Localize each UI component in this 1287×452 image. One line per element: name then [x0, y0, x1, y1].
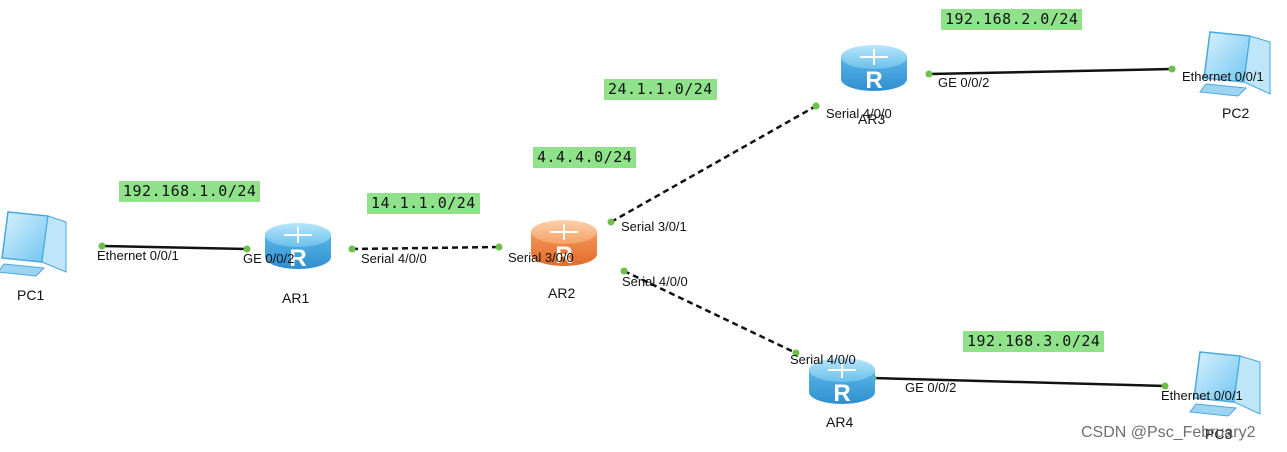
network-label-ar2-ar3: 24.1.1.0/24 — [604, 79, 717, 100]
link-ar1-ar2 — [351, 245, 500, 251]
link-pc1-ar1 — [101, 244, 248, 251]
port-label-ar2-serial-300: Serial 3/0/0 — [508, 250, 574, 265]
pc1-icon[interactable] — [0, 211, 67, 277]
watermark: CSDN @Psc_February2 — [1081, 424, 1256, 441]
port-label-ar1-serial: Serial 4/0/0 — [361, 251, 427, 266]
device-name-pc3: PC3 — [1205, 426, 1233, 442]
link-ar3-pc2 — [928, 67, 1173, 76]
device-name-ar4: AR4 — [826, 414, 854, 430]
port-label-ar3-serial: Serial 4/0/0 — [826, 106, 892, 121]
router-ar3-icon[interactable]: R — [841, 45, 907, 94]
link-ar4-pc3 — [872, 376, 1166, 388]
port-label-pc1-eth: Ethernet 0/0/1 — [97, 248, 179, 263]
router-ar4-icon[interactable]: R — [809, 358, 875, 407]
svg-text:R: R — [289, 245, 306, 272]
port-label-pc2-eth: Ethernet 0/0/1 — [1182, 69, 1264, 84]
router-ar1-icon[interactable]: R — [265, 223, 331, 272]
port-label-ar3-ge: GE 0/0/2 — [938, 75, 990, 90]
port-label-ar4-ge: GE 0/0/2 — [905, 380, 957, 395]
network-label-ar1-ar2: 14.1.1.0/24 — [367, 193, 480, 214]
port-label-ar2-serial-301: Serial 3/0/1 — [621, 219, 687, 234]
device-name-pc1: PC1 — [17, 287, 45, 303]
device-name-ar2: AR2 — [548, 285, 576, 301]
network-label-lan1: 192.168.1.0/24 — [119, 181, 261, 202]
network-label-ar2-loopback: 4.4.4.0/24 — [533, 147, 637, 168]
pc3-icon[interactable] — [1189, 351, 1261, 417]
port-label-ar1-ge: GE 0/0/2 — [243, 251, 295, 266]
pc2-icon[interactable] — [1199, 31, 1271, 97]
network-label-lan2: 192.168.2.0/24 — [941, 9, 1083, 30]
link-ar2-ar4 — [623, 269, 797, 355]
port-label-ar2-serial-400: Serial 4/0/0 — [622, 274, 688, 289]
svg-text:R: R — [833, 380, 850, 407]
network-label-lan3: 192.168.3.0/24 — [963, 331, 1105, 352]
device-name-ar3: AR3 — [858, 111, 886, 127]
link-ar2-ar3 — [610, 104, 817, 224]
port-label-pc3-eth: Ethernet 0/0/1 — [1161, 388, 1243, 403]
device-name-ar1: AR1 — [282, 290, 310, 306]
svg-text:R: R — [555, 242, 572, 269]
svg-text:R: R — [865, 67, 882, 94]
router-ar2-icon[interactable]: R — [531, 220, 597, 269]
device-name-pc2: PC2 — [1222, 105, 1250, 121]
port-label-ar4-serial: Serial 4/0/0 — [790, 352, 856, 367]
